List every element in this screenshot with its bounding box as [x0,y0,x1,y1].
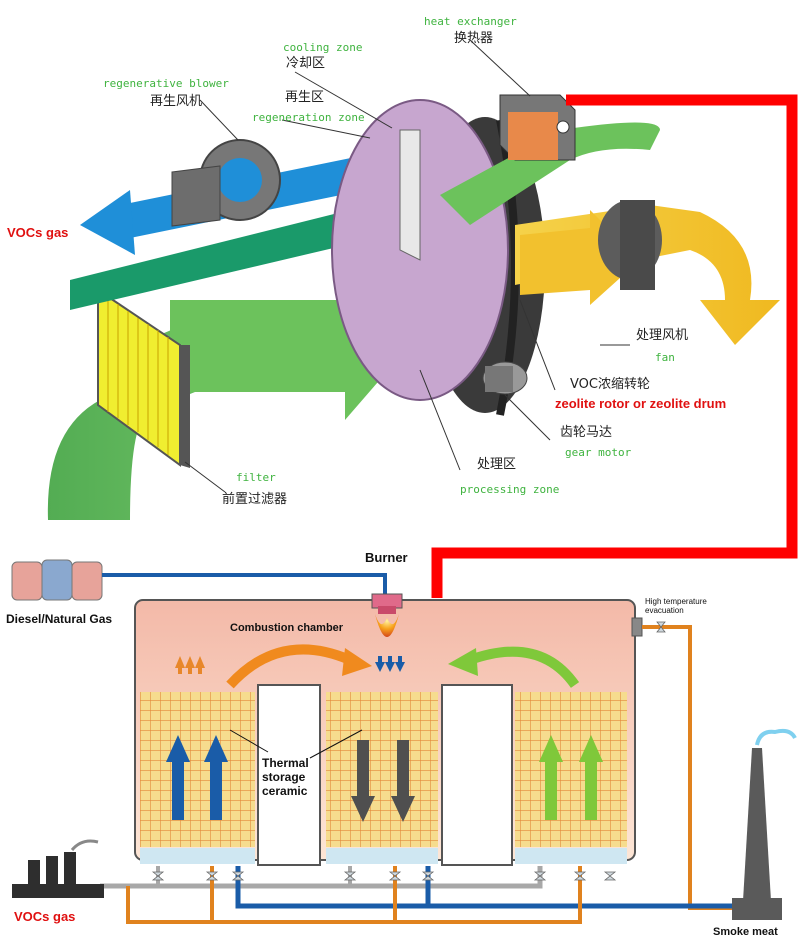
high-temp-exhaust-pipe [642,625,732,910]
ceramic-bed-middle [326,692,438,847]
label-regeneration-zone-cn: 再生区 [285,90,325,105]
valves [151,621,666,881]
label-thermal-storage: Thermal storage ceramic [262,756,309,798]
down-arrows-blue [375,656,405,672]
label-regenerative-blower-cn: 再生风机 [150,94,203,109]
label-heat-exchanger-cn: 换热器 [454,31,494,46]
label-filter-cn: 前置过滤器 [222,492,288,507]
gray-inlet-pipe [100,866,543,889]
label-high-temp-2: evacuation [645,606,684,615]
gear-motor-unit [482,361,528,395]
red-connector-pipe [431,94,798,598]
ceramic-bed-left [140,692,255,847]
chimney-icon [732,728,797,920]
cooling-air-stream [70,195,410,310]
label-fuel: Diesel/Natural Gas [6,612,113,626]
treatment-fan-unit [598,200,662,290]
label-regeneration-zone-en: regeneration zone [252,111,365,124]
label-rotor-cn: VOC浓缩转轮 [570,377,650,392]
label-gear-motor-cn: 齿轮马达 [560,425,613,440]
label-processing-zone-en: processing zone [460,483,560,496]
up-arrows-orange [175,656,205,674]
ceramic-bed-right [515,692,627,847]
orange-purge-pipe [126,866,582,924]
factory-icon [12,839,104,898]
label-smoke-meat: Smoke meat [713,926,778,938]
label-burner: Burner [365,550,408,565]
regenerative-blower-unit [171,139,281,227]
bed-up-arrows-green [539,735,603,820]
bed-up-arrows-blue [166,735,228,820]
regen-return-loop [440,122,660,225]
green-flow-arrow [468,646,580,688]
label-processing-zone-cn: 处理区 [477,457,517,472]
fuel-line [102,573,387,602]
label-cooling-zone-en: cooling zone [283,41,363,54]
label-cooling-zone-cn: 冷却区 [286,56,326,71]
fuel-tanks [11,559,103,601]
burner-unit [371,593,403,637]
label-vocs-gas-out: VOCs gas [7,225,69,240]
label-rotor-en: zeolite rotor or zeolite drum [555,396,727,411]
orange-flow-arrow [226,644,352,689]
label-fan-cn: 处理风机 [636,328,689,343]
label-filter-en: filter [236,471,276,484]
heat-exchanger-unit [499,94,576,161]
label-gear-motor-en: gear motor [565,446,632,459]
label-combustion-chamber: Combustion chamber [230,622,344,634]
label-vocs-gas-in: VOCs gas [14,909,76,924]
bed-down-arrows-gray [351,740,415,822]
filter-unit [97,288,190,468]
label-fan-en: fan [655,351,675,364]
label-regenerative-blower-en: regenerative blower [103,77,229,90]
label-high-temp-1: High temperature [645,597,707,606]
label-heat-exchanger-en: heat exchanger [424,15,517,28]
